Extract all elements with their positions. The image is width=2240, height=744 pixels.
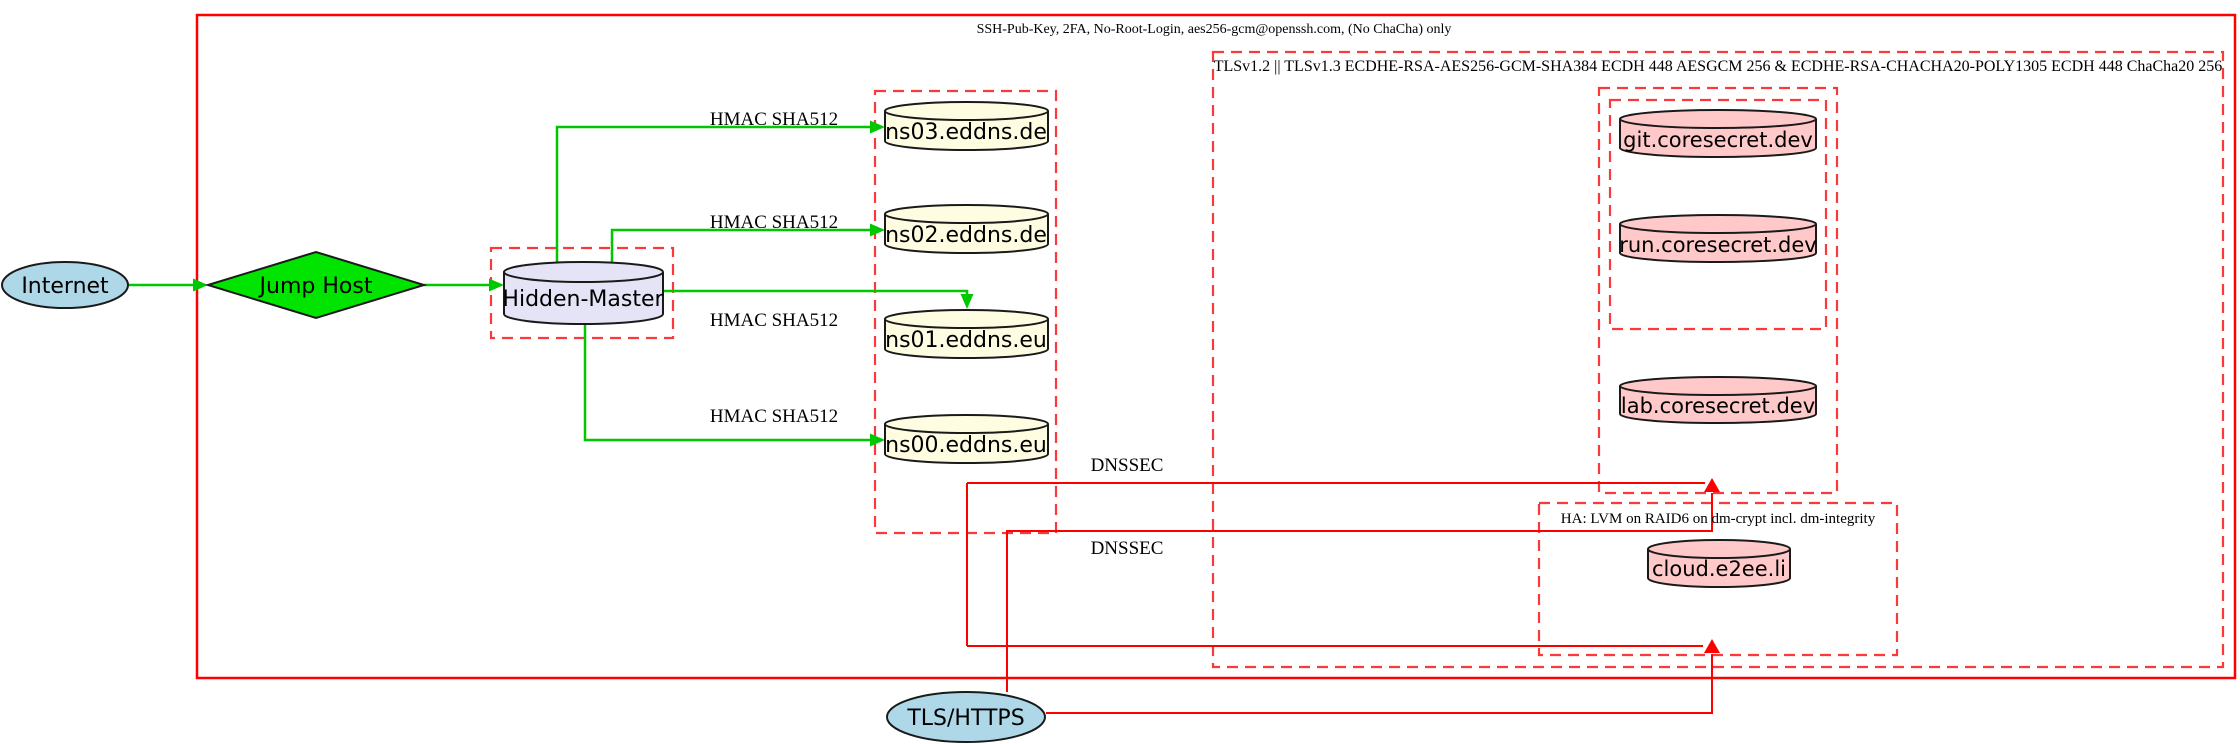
arrowhead-ns00	[870, 433, 885, 447]
ns01-node	[884, 309, 1049, 359]
tls-cluster-box	[1211, 50, 2225, 669]
ns00-node	[884, 414, 1049, 464]
jump-host-node	[204, 250, 428, 320]
git-label: git.coresecret.dev	[1623, 128, 1813, 152]
eddns-cluster-box	[873, 89, 1058, 535]
jump-host-label: Jump Host	[258, 274, 373, 299]
cloud-node	[1647, 539, 1791, 588]
hidden-master-node	[503, 261, 664, 325]
cloud-label: cloud.e2ee.li	[1652, 557, 1786, 581]
internet-node	[1, 261, 129, 309]
hmac-ns00-label: HMAC SHA512	[710, 406, 838, 427]
arrowhead-hiddenmaster	[489, 278, 504, 292]
edge-tls-coresecret	[1006, 493, 1713, 692]
hmac-ns01-label: HMAC SHA512	[710, 310, 838, 331]
arrowhead-jumphost	[193, 278, 208, 292]
run-node	[1619, 214, 1817, 263]
tls-cluster-label: TLSv1.2 || TLSv1.3 ECDHE-RSA-AES256-GCM-…	[1214, 58, 2223, 75]
ha-cluster-label: HA: LVM on RAID6 on dm-crypt incl. dm-in…	[1561, 511, 1876, 527]
edge-hm-ns00	[583, 324, 871, 442]
internet-label: Internet	[21, 274, 109, 299]
git-run-cluster-box	[1608, 98, 1828, 331]
arrowhead-ns02	[870, 223, 885, 237]
ns02-node	[884, 204, 1049, 254]
edge-hm-ns01	[663, 289, 969, 295]
edge-tls-ha	[1046, 654, 1713, 714]
edge-hm-ns02	[610, 228, 871, 262]
hmac-ns03-label: HMAC SHA512	[710, 109, 838, 130]
arrowhead-ha	[1704, 639, 1720, 653]
hmac-ns02-label: HMAC SHA512	[710, 212, 838, 233]
hidden-master-cluster-box	[489, 246, 675, 340]
tls-https-node	[886, 691, 1046, 743]
ns02-label: ns02.eddns.de	[885, 223, 1047, 248]
ns03-node	[884, 101, 1049, 151]
git-node	[1619, 109, 1817, 158]
dnssec-2-label: DNSSEC	[1091, 538, 1164, 559]
arrowhead-ns03	[870, 120, 885, 134]
ha-cluster-box	[1537, 501, 1899, 657]
ns01-label: ns01.eddns.eu	[885, 328, 1047, 353]
dnssec-1-label: DNSSEC	[1091, 455, 1164, 476]
ns03-label: ns03.eddns.de	[885, 120, 1047, 145]
arrowhead-coresecret	[1704, 478, 1720, 492]
tls-https-label: TLS/HTTPS	[906, 706, 1024, 731]
lab-node	[1619, 376, 1817, 424]
run-label: run.coresecret.dev	[1619, 233, 1817, 257]
ssh-cluster-label: SSH-Pub-Key, 2FA, No-Root-Login, aes256-…	[977, 22, 1452, 37]
edge-hm-ns03	[555, 125, 871, 262]
coresecret-cluster-box	[1597, 86, 1839, 495]
hidden-master-label: Hidden-Master	[502, 287, 664, 312]
ssh-cluster-box	[195, 13, 2237, 680]
lab-label: lab.coresecret.dev	[1621, 394, 1815, 418]
arrowhead-ns01	[960, 294, 974, 309]
ns00-label: ns00.eddns.eu	[885, 433, 1047, 458]
